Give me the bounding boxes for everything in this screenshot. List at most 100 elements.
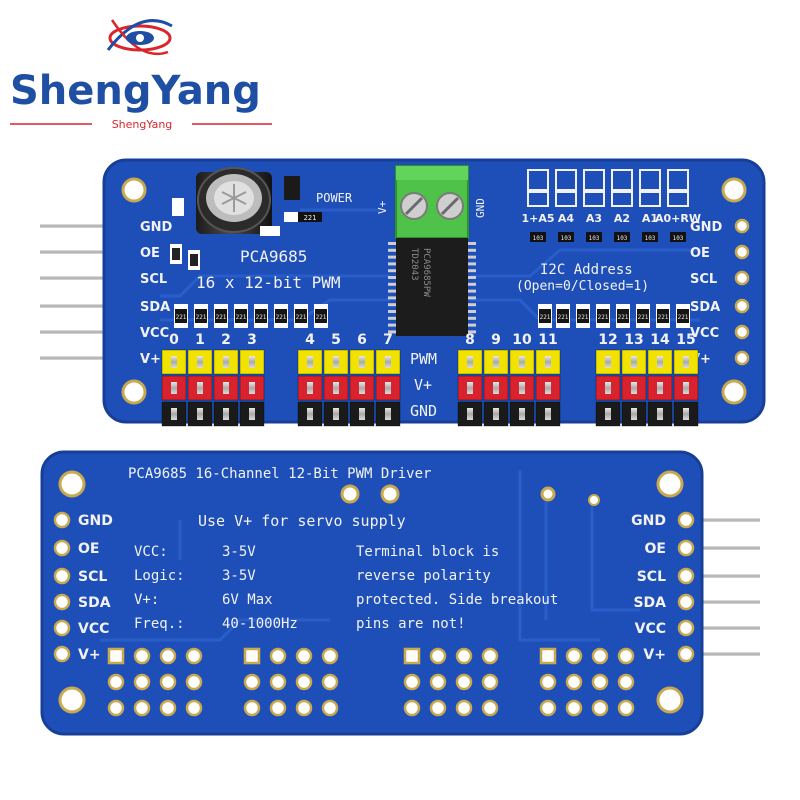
header-pin-tip [197,408,203,420]
resistor-code: 221 [638,314,649,321]
spec-label: Freq.: [134,616,185,632]
terminal-block [395,165,469,239]
through-hole-pad [133,673,151,691]
address-jumper-pad [527,169,549,191]
right-pad [734,324,750,340]
i2c-address-title: I2C Address [540,262,633,278]
gnd-pin-header [673,401,699,427]
through-hole-pad [429,673,447,691]
spec-label: Logic: [134,568,185,584]
header-pin-tip [385,356,391,368]
through-hole-pad [617,673,635,691]
power-label: POWER [316,191,353,205]
header-pin-tip [545,382,551,394]
header-pin-tip [249,408,255,420]
header-pin-tip [545,356,551,368]
power-resistor [298,212,322,222]
channel-number: 4 [305,332,315,348]
smd-resistor: 221 [234,304,248,328]
address-resistor-code: 103 [589,235,600,242]
through-hole-pad [269,673,287,691]
through-hole-pad [269,647,287,665]
back-right-label: OE [645,541,666,557]
resistor-code: 221 [316,314,327,321]
resistor-body [235,309,247,323]
chip-leg [388,289,396,293]
chip-leg [468,303,476,307]
resistor-code: 221 [598,314,609,321]
back-header-pin [694,518,760,522]
smd-resistor: 221 [636,304,650,328]
smd-resistor: 221 [576,304,590,328]
resistor-code: 221 [618,314,629,321]
resistor-code: 221 [276,314,287,321]
header-pin-tip [657,356,663,368]
back-left-pad [53,567,71,585]
address-resistor-code: 103 [617,235,628,242]
back-left-pad [53,619,71,637]
address-jumper-pad [527,191,549,207]
row-vplus-label: V+ [414,376,432,394]
back-right-pad [677,645,695,663]
right-pad [734,298,750,314]
back-left-label: SDA [78,595,111,611]
back-header-pin [694,574,760,578]
header-pin [40,304,110,308]
header-pin-tip [385,408,391,420]
front-header-label: VCC [140,326,169,341]
chip-leg [388,316,396,320]
resistor-code: 221 [296,314,307,321]
decoupling-caps [170,244,200,270]
resistor-body [557,309,569,323]
through-hole-pad [565,699,583,717]
pwm-pin-header [349,349,375,375]
address-resistor-code: 103 [533,235,544,242]
header-pin-tip [307,382,313,394]
address-jumper-pad [639,191,661,207]
chip-leg [388,276,396,279]
chip-legs [388,242,476,334]
header-pin-tip [683,408,689,420]
smd-resistor: 221 [314,304,328,328]
brand-logo: ShengYang ShengYang [10,19,272,131]
chip-leg [468,262,476,266]
back-left-label: VCC [78,621,109,637]
address-pin-label: 1+A5 [521,212,554,225]
smd-resistor: 221 [214,304,228,328]
back-right-label: SDA [633,595,666,611]
back-header-pin [694,626,760,630]
mount-hole [721,379,747,405]
mount-hole [121,379,147,405]
back-right-label: GND [631,513,666,529]
spec-value: 3-5V [222,544,256,560]
header-pin-tip [307,408,313,420]
back-servo-note: Use V+ for servo supply [198,512,406,530]
through-hole-pad [185,647,203,665]
resistor-code: 221 [176,314,187,321]
through-hole-pad [455,673,473,691]
header-pin-tip [359,356,365,368]
through-hole-pad [243,673,261,691]
resistor-code: 221 [658,314,669,321]
back-right-label: VCC [635,621,666,637]
chip-leg [468,296,476,300]
channel-number: 12 [598,332,617,348]
front-right-label: GND [690,220,723,235]
back-traces [100,470,640,642]
through-hole-pad [481,699,499,717]
spec-value: 6V Max [222,592,273,608]
channel-number: 14 [650,332,670,348]
power-resistor-code: 221 [304,214,317,222]
header-pin-tip [249,382,255,394]
back-left-label: SCL [78,569,107,585]
header-pin [40,276,110,280]
header-pin-tip [467,356,473,368]
chip-leg [388,242,396,245]
through-hole-pad [269,699,287,717]
through-hole-pad [133,699,151,717]
